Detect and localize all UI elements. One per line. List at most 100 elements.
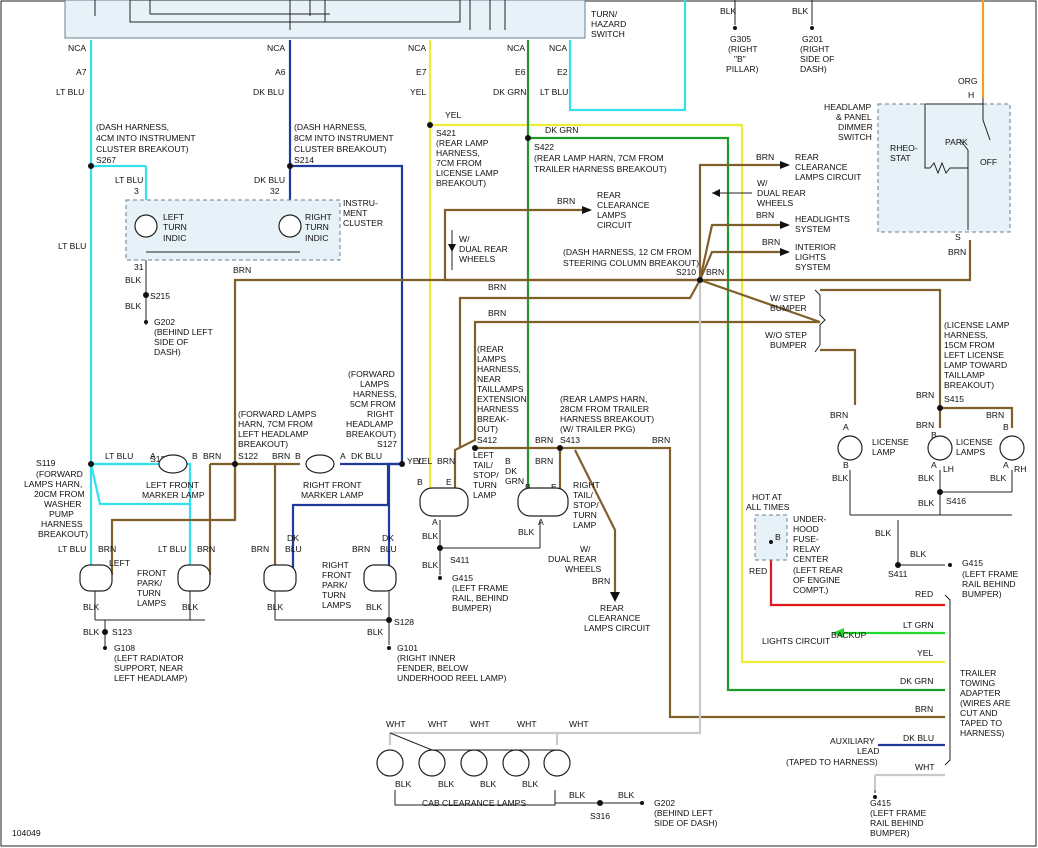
svg-text:BREAKOUT): BREAKOUT) [238, 439, 288, 449]
svg-text:LEFT: LEFT [163, 212, 185, 222]
svg-text:LICENSE LAMP: LICENSE LAMP [436, 168, 499, 178]
svg-text:BLK: BLK [569, 790, 586, 800]
svg-text:BRN: BRN [652, 435, 670, 445]
svg-text:B: B [505, 456, 511, 466]
svg-text:FRONT: FRONT [322, 570, 352, 580]
svg-text:LAMPS: LAMPS [137, 598, 166, 608]
svg-text:BRN: BRN [592, 576, 610, 586]
svg-text:BLK: BLK [395, 779, 412, 789]
splice-s122: (FORWARD LAMPS HARN, 7CM FROM LEFT HEADL… [238, 409, 317, 449]
svg-text:BLK: BLK [792, 6, 809, 16]
svg-text:(W/ TRAILER PKG): (W/ TRAILER PKG) [560, 424, 635, 434]
svg-text:LICENSE: LICENSE [872, 437, 909, 447]
svg-text:LAMPS CIRCUIT: LAMPS CIRCUIT [795, 172, 862, 182]
svg-text:BRN: BRN [535, 456, 553, 466]
svg-text:CENTER: CENTER [793, 554, 828, 564]
pin-nca-label: NCA [507, 43, 525, 53]
svg-text:B: B [295, 451, 301, 461]
svg-text:WHEELS: WHEELS [757, 198, 794, 208]
svg-text:LT BLU: LT BLU [58, 544, 86, 554]
svg-text:BRN: BRN [352, 544, 370, 554]
svg-text:UNDERHOOD REEL LAMP): UNDERHOOD REEL LAMP) [397, 673, 507, 683]
svg-text:NEAR: NEAR [477, 374, 501, 384]
svg-text:G415: G415 [870, 798, 891, 808]
svg-text:LAMPS: LAMPS [597, 210, 626, 220]
svg-text:B: B [192, 451, 198, 461]
svg-text:LEFT HEADLAMP: LEFT HEADLAMP [238, 429, 309, 439]
svg-text:HOOD: HOOD [793, 524, 819, 534]
svg-text:BRN: BRN [948, 247, 966, 257]
svg-text:TURN: TURN [305, 222, 329, 232]
svg-text:CAB CLEARANCE LAMPS: CAB CLEARANCE LAMPS [422, 798, 526, 808]
svg-text:BLK: BLK [720, 6, 737, 16]
svg-text:WASHER: WASHER [44, 499, 81, 509]
svg-text:CLUSTER BREAKOUT): CLUSTER BREAKOUT) [96, 144, 189, 154]
pin-label-a6: A6 [275, 67, 286, 77]
svg-text:WHT: WHT [517, 719, 537, 729]
wire-label: BRN [233, 265, 251, 275]
svg-text:TURN: TURN [137, 588, 161, 598]
svg-text:HEADLAMP: HEADLAMP [824, 102, 872, 112]
svg-text:BUMPER): BUMPER) [962, 589, 1002, 599]
svg-text:BRN: BRN [488, 282, 506, 292]
wire-label: LT BLU [56, 87, 84, 97]
svg-text:FENDER, BELOW: FENDER, BELOW [397, 663, 469, 673]
svg-text:RIGHT FRONT: RIGHT FRONT [303, 480, 362, 490]
splice-s119: S119 (FORWARD LAMPS HARN, 20CM FROM WASH… [24, 458, 88, 539]
svg-text:TAPED TO: TAPED TO [960, 718, 1002, 728]
turn-hazard-switch: TURN/ HAZARD SWITCH [64, 0, 626, 39]
svg-text:(FORWARD: (FORWARD [348, 369, 395, 379]
wire-label: YEL [445, 110, 461, 120]
svg-text:15CM FROM: 15CM FROM [944, 340, 995, 350]
svg-text:S411: S411 [450, 555, 470, 565]
svg-text:PILLAR): PILLAR) [726, 64, 759, 74]
svg-text:RAIL BEHIND: RAIL BEHIND [870, 818, 924, 828]
pin-nca-label: NCA [408, 43, 426, 53]
svg-text:BLK: BLK [918, 498, 935, 508]
svg-text:DK BLU: DK BLU [351, 451, 382, 461]
svg-text:BUMPER): BUMPER) [870, 828, 910, 838]
svg-text:RED: RED [749, 566, 767, 576]
svg-text:S122: S122 [150, 454, 170, 464]
svg-text:LAMP: LAMP [473, 490, 497, 500]
svg-text:DUAL REAR: DUAL REAR [548, 554, 597, 564]
svg-text:BREAKOUT): BREAKOUT) [436, 178, 486, 188]
svg-text:(DASH HARNESS,: (DASH HARNESS, [96, 122, 169, 132]
svg-text:BREAKOUT): BREAKOUT) [38, 529, 88, 539]
svg-text:G108: G108 [114, 643, 135, 653]
svg-text:BRN: BRN [916, 390, 934, 400]
svg-text:TAIL/: TAIL/ [573, 490, 594, 500]
ground-g305: BLK G305 (RIGHT "B" PILLAR) [720, 6, 759, 74]
svg-text:(FORWARD: (FORWARD [36, 469, 83, 479]
svg-text:LAMPS: LAMPS [956, 447, 985, 457]
svg-text:G305: G305 [730, 34, 751, 44]
svg-text:& PANEL: & PANEL [836, 112, 872, 122]
svg-text:BREAKOUT): BREAKOUT) [346, 429, 396, 439]
svg-text:BUMPER: BUMPER [770, 340, 807, 350]
svg-text:LEFT: LEFT [473, 450, 495, 460]
splice-s415: (LICENSE LAMP HARNESS, 15CM FROM LEFT LI… [944, 320, 1010, 404]
svg-text:BRN: BRN [437, 456, 455, 466]
svg-text:FUSE-: FUSE- [793, 534, 819, 544]
svg-text:B: B [843, 460, 849, 470]
svg-text:INDIC: INDIC [163, 233, 186, 243]
svg-text:B: B [1003, 422, 1009, 432]
svg-text:BRN: BRN [98, 544, 116, 554]
svg-text:BRN: BRN [535, 435, 553, 445]
underhood-fuse-relay-center: HOT AT ALL TIMES B UNDER- HOOD FUSE- REL… [746, 492, 843, 595]
svg-text:B: B [931, 430, 937, 440]
svg-text:31: 31 [134, 262, 144, 272]
svg-text:(DASH HARNESS,: (DASH HARNESS, [294, 122, 367, 132]
svg-text:S127: S127 [377, 439, 397, 449]
svg-text:S122: S122 [238, 451, 258, 461]
svg-text:LAMPS: LAMPS [477, 354, 506, 364]
svg-text:BRN: BRN [251, 544, 269, 554]
svg-text:BRN: BRN [915, 704, 933, 714]
splice-dots [88, 122, 943, 806]
svg-text:EXTENSION: EXTENSION [477, 394, 527, 404]
svg-text:HEADLIGHTS: HEADLIGHTS [795, 214, 850, 224]
svg-text:HARNESS,: HARNESS, [944, 330, 988, 340]
svg-text:S123: S123 [112, 627, 132, 637]
svg-text:BLK: BLK [125, 301, 142, 311]
svg-text:S128: S128 [394, 617, 414, 627]
